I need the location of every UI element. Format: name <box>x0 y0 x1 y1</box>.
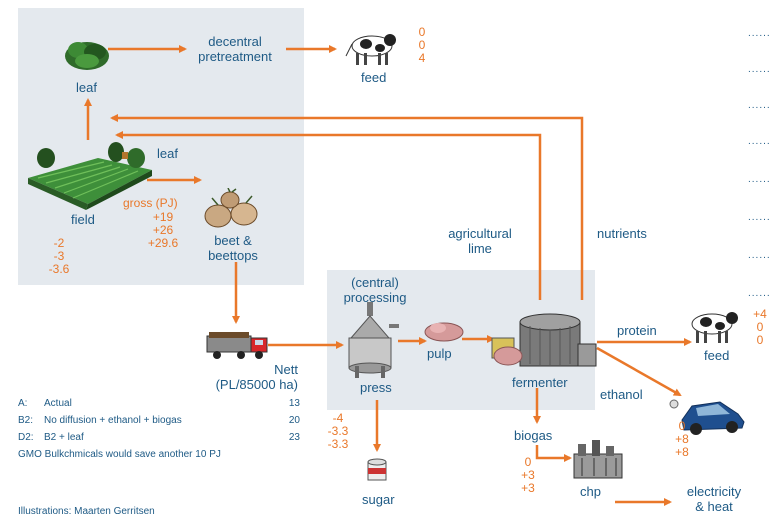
field-values: -2 -3 -3.6 <box>48 236 70 276</box>
decentral-label: decentral pretreatment <box>198 34 272 64</box>
arrow-fermenter-to-car <box>596 346 682 397</box>
ethanol-label: ethanol <box>600 387 643 402</box>
scenario-row: A: Actual 13 <box>18 398 300 409</box>
sugar-label: sugar <box>362 492 395 507</box>
protein-label: protein <box>617 323 657 338</box>
electricity-heat-label: electricity & heat <box>686 484 742 514</box>
agricultural-lime-label: agricultural lime <box>448 226 512 256</box>
cow-illustration-right <box>691 312 738 343</box>
field-illustration <box>28 142 152 210</box>
nutrients-label: nutrients <box>597 226 647 241</box>
car-illustration <box>669 399 745 435</box>
beet-illustration <box>204 188 258 228</box>
feed-top-values: 0 0 4 <box>418 25 426 65</box>
nett-label: Nett (PL/85000 ha) <box>215 362 298 392</box>
scenario-table: A: Actual 13 B2: No diffusion + ethanol … <box>18 396 300 460</box>
leaf-field-label: leaf <box>157 146 178 161</box>
sugar-values: -4 -3.3 -3.3 <box>327 411 349 451</box>
gross-label: gross (PJ) <box>123 196 178 210</box>
truck-illustration <box>206 332 268 359</box>
ethanol-values: 0 +8 +8 <box>675 419 689 459</box>
arrow-lime-return <box>115 131 542 300</box>
cow-illustration <box>345 34 396 65</box>
chp-illustration <box>573 440 623 479</box>
pulp-label: pulp <box>427 346 452 361</box>
feed-right-label: feed <box>704 348 730 363</box>
chp-label: chp <box>580 484 601 499</box>
press-illustration <box>348 302 399 378</box>
central-processing-label: (central) processing <box>343 275 407 305</box>
feed-top-label: feed <box>361 70 387 85</box>
scenario-row: B2: No diffusion + ethanol + biogas 20 <box>18 415 300 426</box>
fermenter-label: fermenter <box>512 375 568 390</box>
leaf-illustration <box>65 42 109 70</box>
leaf-top-label: leaf <box>76 80 97 95</box>
scenario-row: D2: B2 + leaf 23 <box>18 432 300 443</box>
sugar-illustration <box>367 458 387 481</box>
feed-right-values: +4 0 0 <box>753 307 767 347</box>
beet-label: beet & beettops <box>208 233 258 263</box>
arrow-nutrients-return <box>110 114 584 300</box>
chp-values: 0 +3 +3 <box>521 455 535 495</box>
gmo-note: GMO Bulkchmicals would save another 10 P… <box>18 449 221 460</box>
arrow-biogas-to-chp <box>535 445 572 462</box>
dotted-leaders: ...... ...... ...... ...... ...... .....… <box>748 28 771 299</box>
biogas-label: biogas <box>514 428 553 443</box>
field-label: field <box>71 212 95 227</box>
gross-values: +19 +26 +29.6 <box>147 210 179 250</box>
credits: Illustrations: Maarten Gerritsen <box>18 506 155 517</box>
press-label: press <box>360 380 392 395</box>
fermenter-illustration <box>491 313 597 367</box>
pulp-illustration <box>424 322 464 342</box>
